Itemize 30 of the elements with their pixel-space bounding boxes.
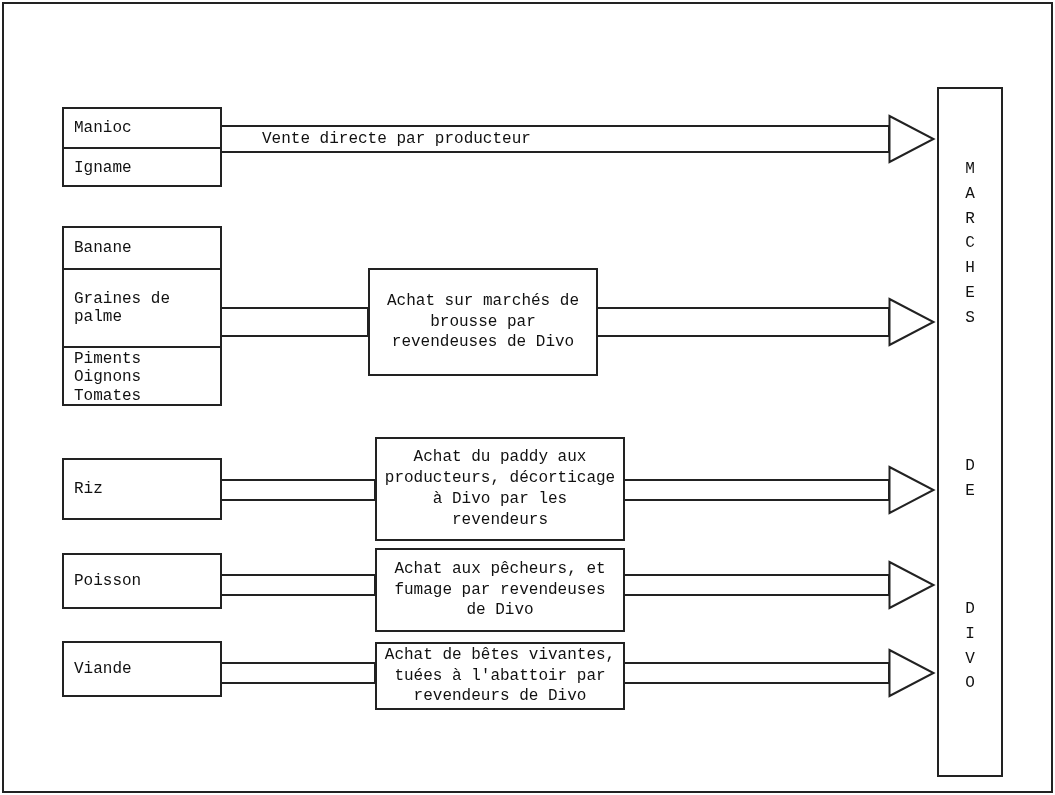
product-box xyxy=(62,553,222,609)
product-box xyxy=(62,226,222,406)
product-label: Poisson xyxy=(73,571,143,592)
double-line-arrow xyxy=(597,298,935,346)
process-box xyxy=(375,437,625,541)
product-label: Manioc xyxy=(73,118,133,139)
product-label: Igname xyxy=(64,147,220,187)
process-label: Achat de bêtes vivantes, tuées à l'abattoir par revendeurs de Divo xyxy=(383,644,617,708)
process-label: Achat aux pêcheurs, et fumage par revendeuses de Divo xyxy=(393,558,607,622)
market-label: DE xyxy=(964,456,976,502)
market-box xyxy=(937,87,1003,777)
product-label: Graines de palme xyxy=(64,268,220,346)
process-box xyxy=(368,268,598,376)
double-line-arrow xyxy=(624,649,935,697)
process-label: Achat sur marchés de brousse par revendeuses de Divo xyxy=(386,290,580,354)
product-box xyxy=(62,641,222,697)
process-box xyxy=(375,548,625,632)
product-box xyxy=(62,458,222,520)
double-line-arrow xyxy=(624,466,935,514)
market-label: MARCHES xyxy=(964,159,976,329)
product-label: Piments Oignons Tomates xyxy=(64,346,220,404)
edge-label: Vente directe par producteur xyxy=(262,131,531,147)
market-label: DIVO xyxy=(964,599,976,695)
double-line-arrow xyxy=(221,115,935,163)
process-label: Achat du paddy aux producteurs, décorticage à Divo par les revendeurs xyxy=(383,447,617,531)
double-line-arrow xyxy=(624,561,935,609)
product-box xyxy=(62,107,222,187)
product-label: Banane xyxy=(73,238,133,259)
product-label: Viande xyxy=(73,659,133,680)
product-label: Riz xyxy=(73,479,104,500)
